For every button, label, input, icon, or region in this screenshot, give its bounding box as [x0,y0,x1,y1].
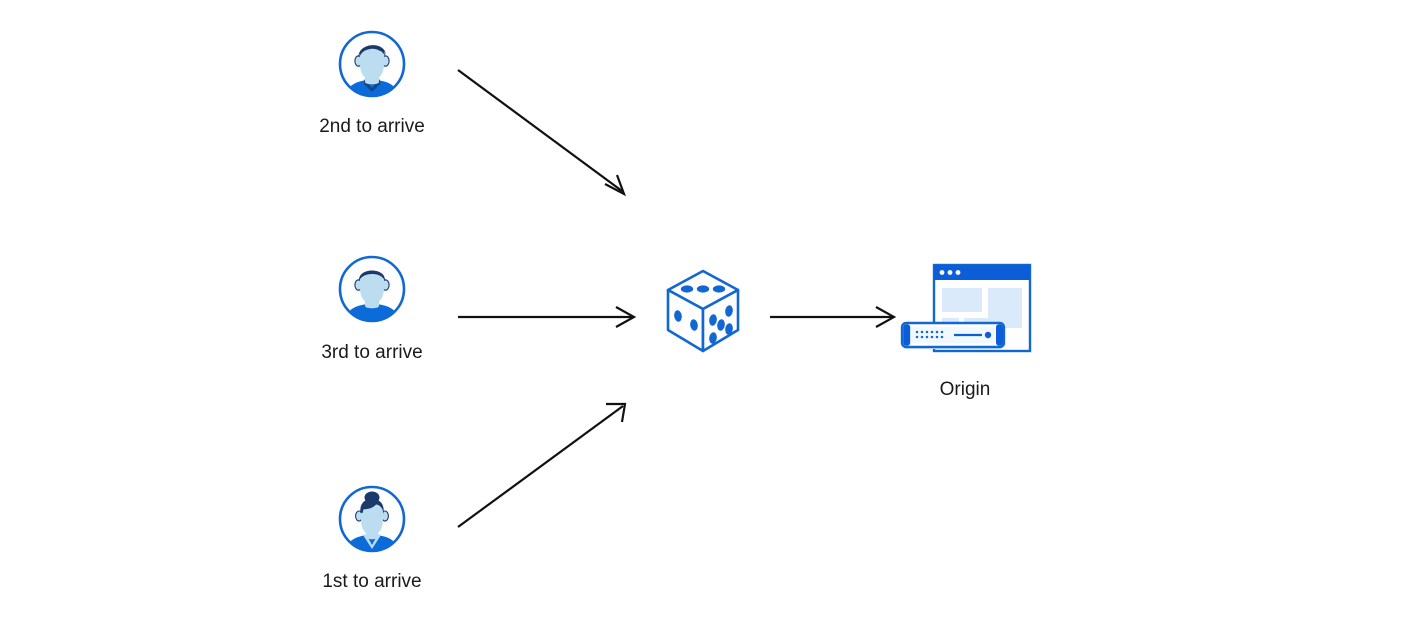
node-client-middle[interactable]: 3rd to arrive [321,253,423,363]
origin-server-browser-icon [898,261,1034,361]
node-label-origin-server: Origin [939,379,991,400]
node-load-balancer[interactable] [663,268,743,354]
avatar-male-short-hair-icon [336,28,408,100]
arrow-dice-to-origin [770,306,897,328]
node-origin-server[interactable]: Origin [898,261,1034,400]
dice-cube-icon [663,268,743,354]
node-label-client-bottom: 1st to arrive [322,571,422,592]
node-label-client-middle: 3rd to arrive [321,342,423,363]
node-client-bottom[interactable]: 1st to arrive [322,483,422,592]
avatar-male-round-neck-icon [336,253,408,325]
server-device-icon [900,321,1006,349]
node-client-top[interactable]: 2nd to arrive [319,28,425,137]
arrow-middle-to-dice [458,306,637,328]
arrow-bottom-to-dice [457,402,627,528]
node-label-client-top: 2nd to arrive [319,116,425,137]
avatar-female-bun-icon [336,483,408,555]
arrow-top-to-dice [457,69,627,197]
